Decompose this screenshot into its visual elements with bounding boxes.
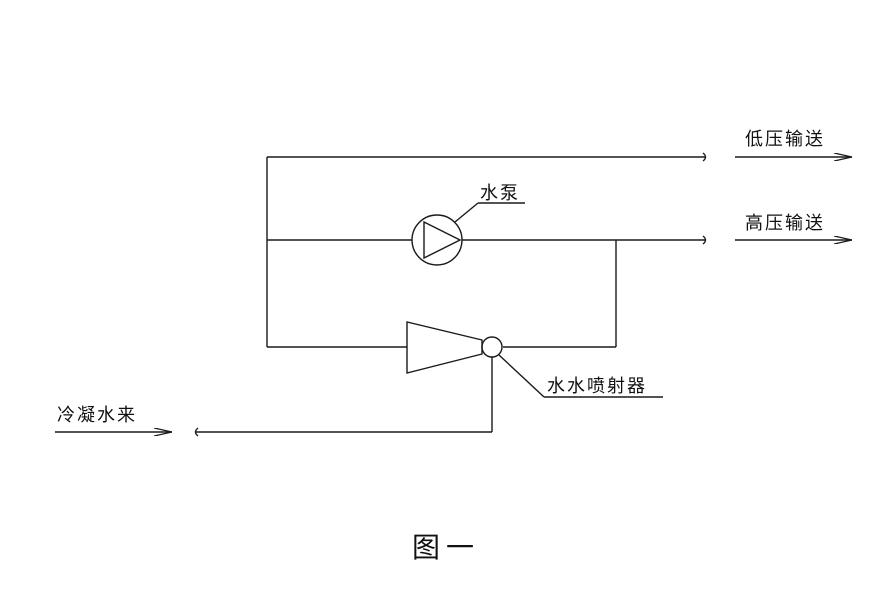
ejector-icon	[406, 321, 503, 374]
ejector-leader-line	[498, 354, 545, 398]
pump-leader-line	[454, 202, 479, 223]
figure-caption: 图一	[412, 531, 480, 564]
pump-icon	[411, 214, 463, 266]
low-pressure-label: 低压输送	[745, 129, 825, 150]
low-pressure-break-mark	[702, 152, 707, 162]
condensate-label: 冷凝水来	[57, 405, 137, 426]
high-pressure-break-mark	[702, 235, 707, 245]
pump-label: 水泵	[480, 183, 520, 204]
high-pressure-label: 高压输送	[745, 213, 825, 234]
ejector-label: 水水喷射器	[547, 376, 647, 397]
condensate-break-mark	[194, 427, 199, 437]
